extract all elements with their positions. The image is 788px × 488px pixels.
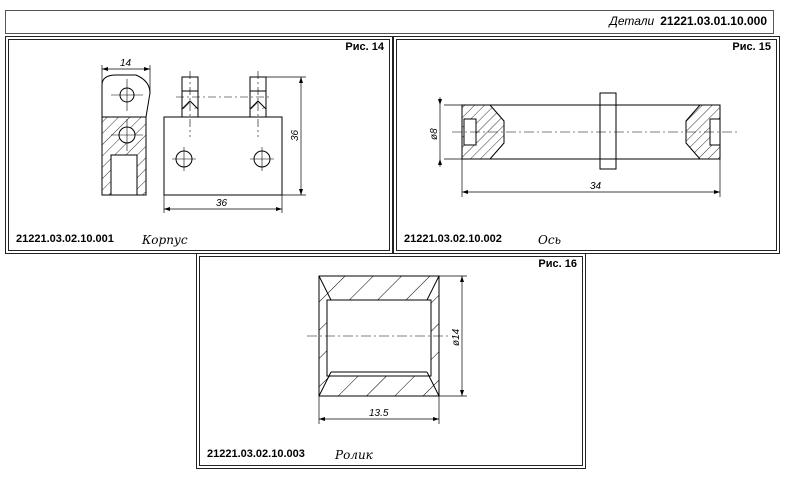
panel-rolik-inner-frame	[199, 256, 583, 466]
drawing-rolik: ø14 13.5	[307, 275, 467, 424]
dim-diameter: ø14	[451, 328, 462, 346]
dim-width-bottom: 36	[216, 198, 228, 209]
figure-number: Рис. 16	[538, 258, 577, 270]
part-code: 21221.03.02.10.001	[16, 233, 114, 245]
panel-os: Рис. 15 ø8 34	[393, 36, 780, 254]
dim-width-top: 14	[120, 58, 132, 69]
axle-collar	[599, 92, 617, 170]
panel-korpus: Рис. 14	[5, 36, 393, 254]
dim-length: 13.5	[369, 408, 389, 419]
panel-os-inner-frame	[396, 39, 777, 251]
part-name: Ось	[538, 233, 562, 247]
title-bar: Детали 21221.03.01.10.000	[5, 10, 774, 34]
front-view	[163, 71, 306, 213]
side-view	[101, 65, 151, 196]
part-code: 21221.03.02.10.002	[404, 233, 502, 245]
figure-number: Рис. 14	[345, 41, 384, 53]
part-code: 21221.03.02.10.003	[207, 448, 305, 460]
dim-diameter: ø8	[429, 128, 440, 140]
part-name: Ролик	[335, 448, 373, 462]
drawing-os: ø8 34	[429, 92, 739, 197]
front-view-plate	[163, 116, 283, 196]
drawing-korpus: 14 36 36	[101, 58, 306, 213]
dim-height: 36	[290, 129, 301, 141]
assembly-caption: Детали	[609, 14, 655, 28]
panel-rolik: Рис. 16	[196, 253, 586, 469]
part-name: Корпус	[142, 233, 188, 247]
assembly-label: Детали 21221.03.01.10.000	[609, 14, 767, 28]
figure-number: Рис. 15	[732, 41, 771, 53]
dim-length: 34	[590, 181, 602, 192]
panel-korpus-inner-frame	[8, 39, 390, 251]
assembly-code: 21221.03.01.10.000	[660, 14, 767, 28]
